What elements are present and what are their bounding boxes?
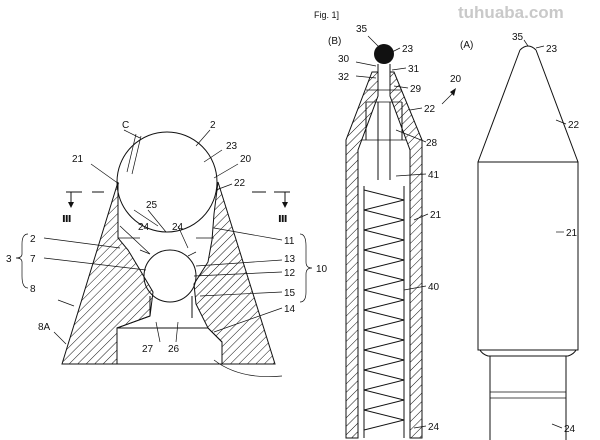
barrel-wall-left — [345, 71, 379, 439]
label-3: 3 — [6, 254, 12, 265]
barrel-wall-right — [389, 71, 423, 439]
label-2-left: 2 — [30, 234, 36, 245]
tip-ball — [374, 44, 394, 64]
view-b-label: (B) — [328, 36, 341, 47]
tip-cap — [519, 45, 537, 51]
label-41: 41 — [428, 170, 440, 181]
watermark: tuhuaba.com — [458, 3, 564, 22]
label-25: 25 — [146, 200, 158, 211]
label-35-b: 35 — [356, 24, 368, 35]
label-22-a: 22 — [568, 120, 580, 131]
label-11: 11 — [284, 236, 295, 247]
middle-figure — [345, 35, 456, 439]
label-13: 13 — [284, 254, 296, 265]
label-12: 12 — [284, 268, 296, 279]
label-21-b: 21 — [430, 210, 442, 221]
label-7: 7 — [30, 254, 36, 265]
label-8: 8 — [30, 284, 36, 295]
barrel-body — [477, 161, 579, 351]
label-40: 40 — [428, 282, 440, 293]
view-a-label: (A) — [460, 40, 473, 51]
label-32: 32 — [338, 72, 350, 83]
label-24-a: 24 — [138, 222, 150, 233]
label-24-a: 24 — [564, 424, 576, 435]
label-21-a: 21 — [566, 228, 578, 239]
label-10: 10 — [316, 264, 328, 275]
label-23-b: 23 — [402, 44, 414, 55]
body-left-wall — [61, 181, 154, 365]
label-8a: 8A — [38, 322, 51, 333]
left-figure — [15, 129, 313, 377]
label-23: 23 — [226, 141, 238, 152]
label-27: 27 — [142, 344, 154, 355]
label-22: 22 — [234, 178, 246, 189]
label-24-b-fig: 24 — [428, 422, 440, 433]
label-2-top: 2 — [210, 120, 216, 131]
label-15: 15 — [284, 288, 296, 299]
label-21: 21 — [72, 154, 84, 165]
label-14: 14 — [284, 304, 296, 315]
label-20-b: 20 — [450, 74, 462, 85]
label-31: 31 — [408, 64, 420, 75]
label-35-a: 35 — [512, 32, 524, 43]
ball-large — [116, 131, 218, 233]
right-figure — [477, 39, 579, 440]
spring — [363, 189, 405, 431]
label-20: 20 — [240, 154, 252, 165]
ball-small — [143, 249, 197, 303]
label-24-b: 24 — [172, 222, 184, 233]
body-right-wall — [193, 181, 276, 365]
label-c: C — [122, 120, 129, 131]
label-23-a: 23 — [546, 44, 558, 55]
label-26: 26 — [168, 344, 180, 355]
label-30: 30 — [338, 54, 350, 65]
label-28: 28 — [426, 138, 438, 149]
section-mark-left: Ⅲ — [62, 214, 71, 225]
label-22-b: 22 — [424, 104, 436, 115]
label-29: 29 — [410, 84, 422, 95]
section-mark-right: Ⅲ — [278, 214, 287, 225]
figure-caption: Fig. 1] — [314, 10, 339, 20]
